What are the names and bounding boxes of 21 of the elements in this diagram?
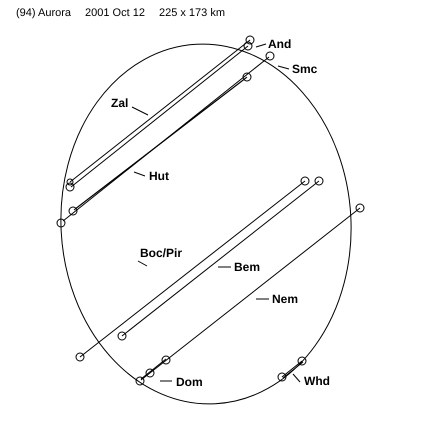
observer-label: Hut bbox=[149, 168, 169, 184]
observer-label: Whd bbox=[304, 373, 330, 389]
leader-line bbox=[134, 172, 146, 176]
title: (94) Aurora bbox=[16, 6, 72, 20]
dimension-label: 225 x 173 km bbox=[158, 6, 226, 20]
leader-line bbox=[278, 66, 290, 70]
date-label: 2001 Oct 12 bbox=[85, 6, 145, 20]
observer-label: Boc/Pir bbox=[140, 245, 182, 261]
leader-line bbox=[138, 260, 148, 266]
observer-label: Smc bbox=[292, 61, 318, 77]
observer-label: And bbox=[268, 36, 292, 52]
observer-label: Nem bbox=[272, 291, 298, 307]
observer-label: Zal bbox=[111, 95, 128, 111]
leader-line bbox=[256, 44, 266, 48]
leader-line bbox=[218, 266, 232, 268]
leader-line bbox=[256, 298, 270, 300]
leader-line bbox=[292, 374, 300, 382]
observer-label: Dom bbox=[176, 374, 203, 390]
leader-line bbox=[132, 106, 148, 116]
observer-label: Bem bbox=[234, 259, 260, 275]
leader-line bbox=[160, 380, 172, 382]
